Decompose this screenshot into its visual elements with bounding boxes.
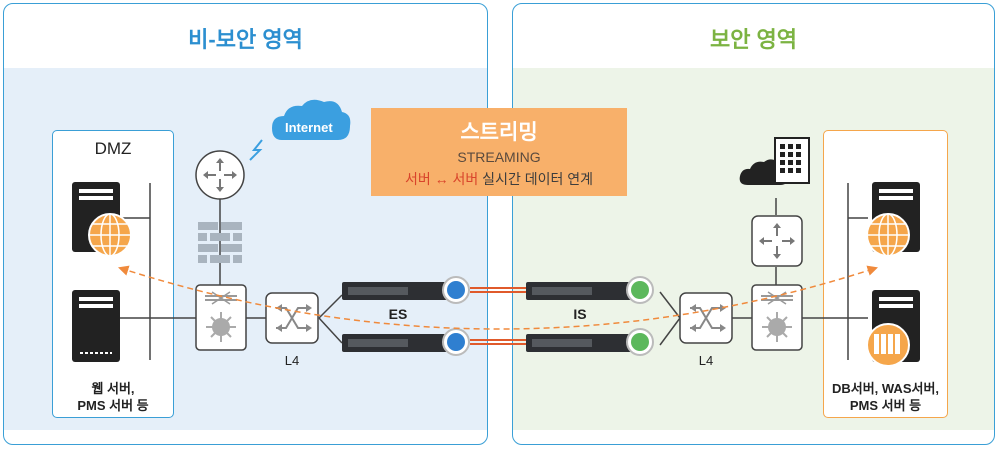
right-links [659,198,777,346]
tower-server-icon [72,182,120,362]
secure-servers-label-line2: PMS 서버 등 [849,398,922,413]
dmz-servers-label-line2: PMS 서버 등 [77,398,149,413]
router-icon-right [751,215,803,267]
internet-label: Internet [285,120,333,135]
secure-servers-label-line1: DB서버, WAS서버, [831,381,940,396]
streaming-description: 서버 ↔ 서버 실시간 데이터 연계 [371,169,627,189]
cloud-icon [249,99,351,161]
left-security-appliance [195,284,247,351]
rack-server-icon-is [526,276,654,356]
globe-icon-secure [866,213,910,257]
es-label: ES [388,306,408,322]
streaming-cables [470,287,530,345]
left-l4-label: L4 [284,353,300,368]
data-flow-arrow [118,265,878,330]
secure-bus [800,183,868,360]
streaming-desc-highlight: 서버 ↔ 서버 [404,171,479,187]
streaming-callout: 스트리밍 STREAMING 서버 ↔ 서버 실시간 데이터 연계 [371,108,627,196]
dmz-servers-label-line1: 웹 서버, [91,381,135,396]
secure-zone-title: 보안 영역 [709,27,798,52]
l4-switch-icon [265,292,319,344]
globe-icon [88,213,132,257]
dmz-title: DMZ [94,139,132,158]
streaming-desc-rest: 실시간 데이터 연계 [478,171,594,187]
building-icon [739,137,810,185]
streaming-title: 스트리밍 [460,121,538,144]
storage-icon [866,323,910,367]
router-icon [195,150,245,200]
is-label: IS [573,306,587,322]
rack-server-icon-es [342,276,470,356]
l4-switch-icon-right [679,292,733,344]
non-secure-zone-title: 비-보안 영역 [188,27,303,52]
firewall-icon [198,222,242,263]
streaming-subtitle: STREAMING [457,149,541,165]
right-security-appliance [751,284,803,351]
right-l4-label: L4 [698,353,714,368]
